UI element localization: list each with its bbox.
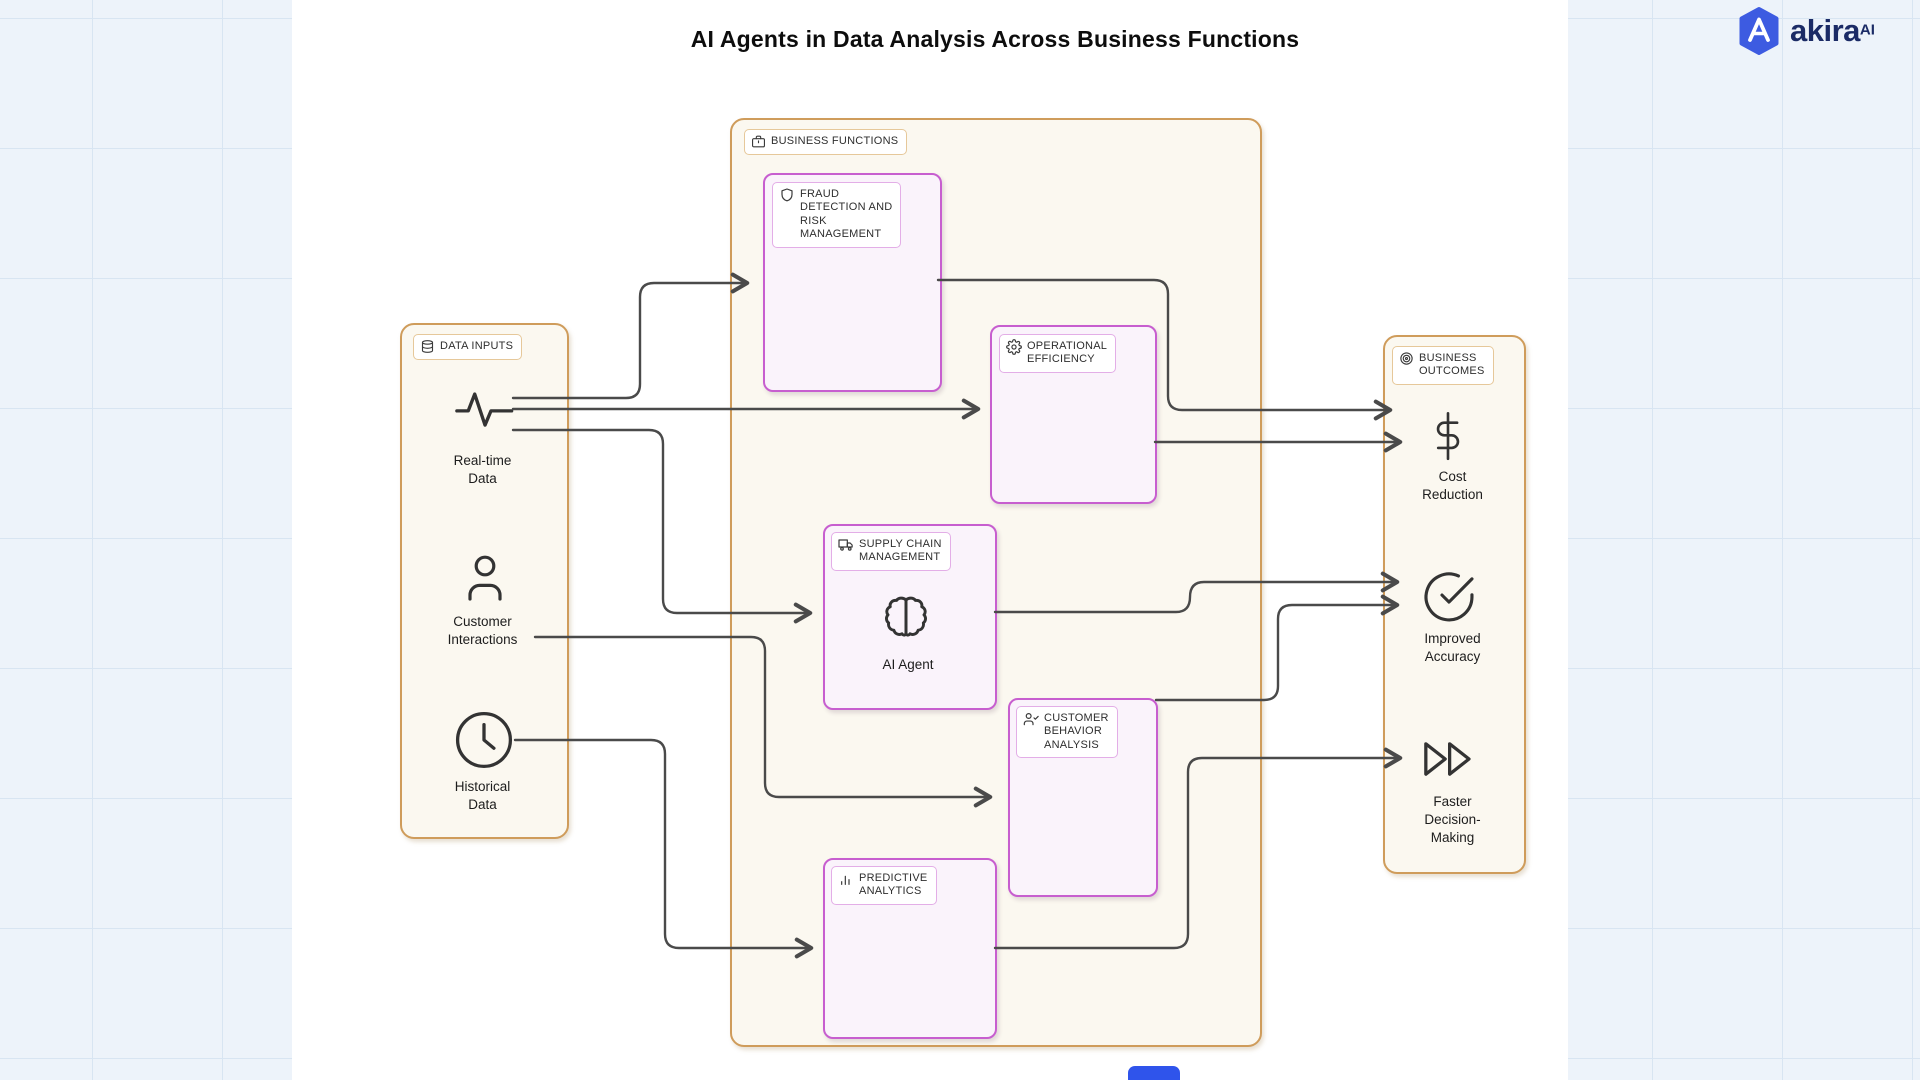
data-inputs-label-chip: DATA INPUTS xyxy=(413,334,523,360)
business-outcomes-label-chip: BUSINESS OUTCOMES xyxy=(1392,346,1494,385)
brain-icon xyxy=(885,596,927,637)
business-functions-label-chip: BUSINESS FUNCTIONS xyxy=(744,129,908,155)
ai-agent-label: AI Agent xyxy=(882,657,934,672)
improved-accuracy-label: Improved Accuracy xyxy=(1424,631,1481,664)
hexagon-logo-icon xyxy=(1739,7,1779,55)
brand-wordmark: akiraAI xyxy=(1790,13,1875,49)
page-title: AI Agents in Data Analysis Across Busine… xyxy=(690,26,1300,52)
function-label: OPERATIONAL EFFICIENCY xyxy=(1027,340,1108,366)
user-check-icon xyxy=(1023,713,1039,726)
fraud-detection-label-chip: FRAUD DETECTION AND RISK MANAGEMENT xyxy=(772,182,902,248)
database-icon xyxy=(421,340,434,353)
partial-blue-element xyxy=(1128,1066,1180,1080)
brand-superscript: AI xyxy=(1859,21,1875,39)
clock-icon xyxy=(455,711,513,769)
bar-chart-icon xyxy=(841,875,850,885)
target-icon xyxy=(1400,352,1413,365)
group-label: BUSINESS FUNCTIONS xyxy=(771,135,899,147)
predictive-analytics-label-chip: PREDICTIVE ANALYTICS xyxy=(831,866,937,905)
customer-interactions-label: Customer Interactions xyxy=(447,614,518,647)
fast-forward-icon xyxy=(1424,742,1471,776)
gear-icon xyxy=(1006,339,1022,355)
check-circle-icon xyxy=(1424,572,1474,622)
operational-efficiency-label-chip: OPERATIONAL EFFICIENCY xyxy=(999,334,1117,373)
business-outcomes-group xyxy=(1383,335,1526,874)
activity-icon xyxy=(455,392,514,427)
truck-icon xyxy=(838,539,853,551)
function-label: FRAUD DETECTION AND RISK MANAGEMENT xyxy=(800,188,893,241)
historical-data-label: Historical Data xyxy=(454,779,511,812)
group-label: DATA INPUTS xyxy=(440,340,514,352)
dollar-icon xyxy=(1436,411,1460,461)
shield-icon xyxy=(781,188,793,202)
group-label: BUSINESS OUTCOMES xyxy=(1419,352,1485,378)
function-label: CUSTOMER BEHAVIOR ANALYSIS xyxy=(1044,712,1109,751)
brand-name: akira xyxy=(1790,13,1860,48)
function-label: SUPPLY CHAIN MANAGEMENT xyxy=(859,538,942,564)
function-label: PREDICTIVE ANALYTICS xyxy=(859,872,928,898)
supply-chain-label-chip: SUPPLY CHAIN MANAGEMENT xyxy=(831,532,951,571)
user-icon xyxy=(468,555,502,601)
brand-logo: akiraAI xyxy=(1736,6,1875,56)
cost-reduction-label: Cost Reduction xyxy=(1422,469,1483,502)
faster-decision-label: Faster Decision- Making xyxy=(1424,794,1481,845)
realtime-data-label: Real-time Data xyxy=(453,453,512,486)
customer-behavior-label-chip: CUSTOMER BEHAVIOR ANALYSIS xyxy=(1016,706,1118,759)
briefcase-icon xyxy=(752,135,765,148)
